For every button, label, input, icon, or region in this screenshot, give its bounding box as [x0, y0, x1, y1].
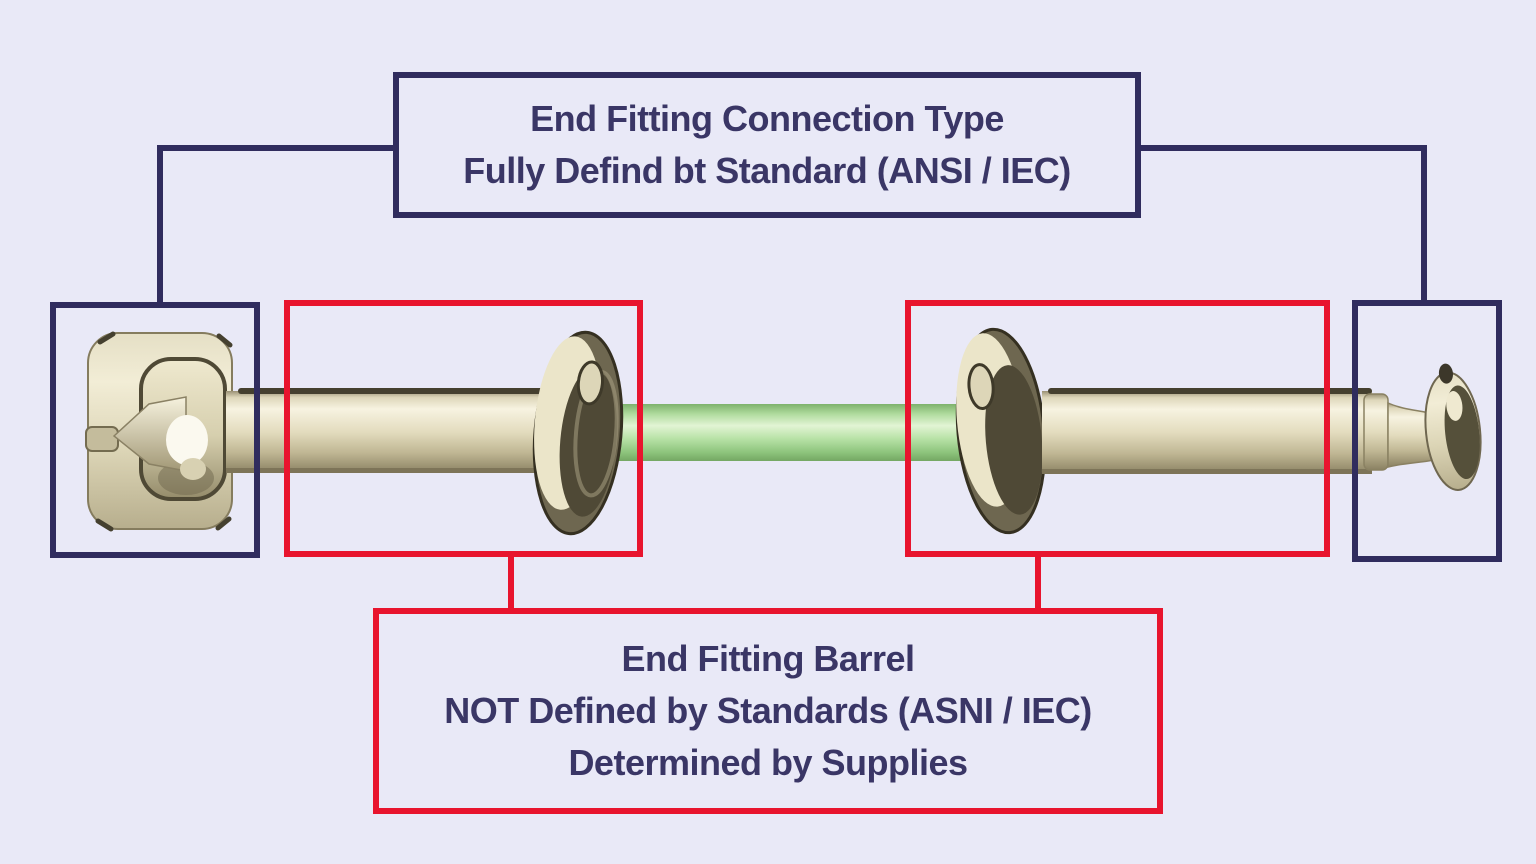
left-flange [532, 330, 624, 536]
bottom-label-line-3: Determined by Supplies [568, 742, 968, 783]
right-flange [955, 327, 1047, 535]
left-barrel-tube [226, 388, 560, 473]
connector-line-top-left-vertical [157, 145, 163, 302]
right-barrel-highlight-box [905, 300, 1330, 557]
top-label-box: End Fitting Connection Type Fully Defind… [393, 72, 1141, 218]
connector-line-top-right-horizontal [1141, 145, 1427, 151]
bottom-label-line-2: NOT Defined by Standards (ASNI / IEC) [444, 690, 1092, 731]
connector-line-bottom-right-vertical [1035, 555, 1041, 612]
corner-chamfer-marks [95, 331, 233, 532]
top-label-line-2: Fully Defind bt Standard (ANSI / IEC) [463, 150, 1071, 191]
center-stud [166, 415, 208, 465]
bottom-label-box: End Fitting Barrel NOT Defined by Standa… [373, 608, 1163, 814]
bottom-label-line-1: End Fitting Barrel [621, 638, 915, 679]
right-end-fitting-highlight-box [1352, 300, 1502, 562]
left-end-fitting-highlight-box [50, 302, 260, 558]
connector-line-top-left-horizontal [157, 145, 393, 151]
right-end-tip [1387, 363, 1482, 491]
connector-line-bottom-left-vertical [508, 555, 514, 612]
green-cable [588, 404, 988, 461]
tip-bell [1424, 363, 1482, 491]
connector-line-top-right-vertical [1421, 145, 1427, 300]
top-label-line-1: End Fitting Connection Type [530, 98, 1004, 139]
right-barrel-tube [1042, 388, 1389, 474]
left-barrel-highlight-box [284, 300, 643, 557]
left-connector-head [85, 331, 233, 532]
